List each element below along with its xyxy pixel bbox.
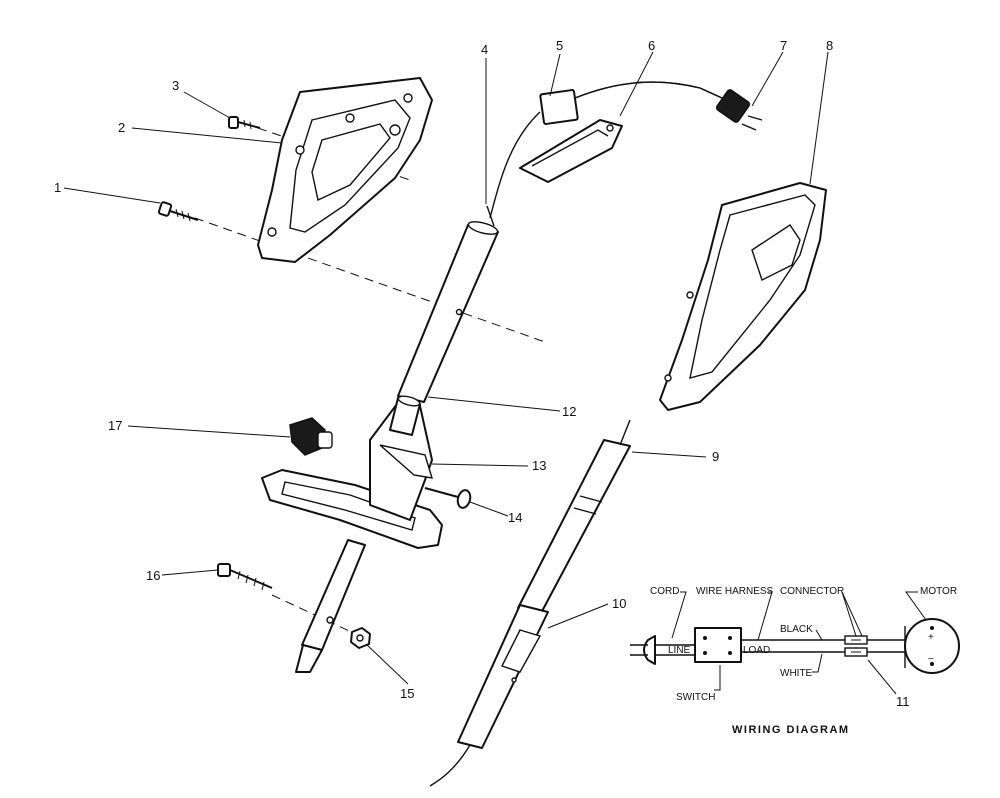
callout-12: 12 [562,404,576,419]
leader-10 [547,603,609,629]
callout-3: 3 [172,78,179,93]
screw-1 [157,201,199,222]
leader-14 [469,501,509,517]
callout-1: 1 [54,180,61,195]
wiring-diagram: CORD WIRE HARNESS CONNECTOR MOTOR LINE L… [630,586,960,736]
callout-9: 9 [712,449,719,464]
bolt-14 [424,487,472,509]
leader-16 [161,569,219,576]
callout-11: 11 [896,694,910,709]
motor-minus-label: − [928,654,934,665]
lower-tube [429,419,631,787]
motor-plus-label: + [928,632,934,643]
callout-7: 7 [780,38,787,53]
callout-4: 4 [481,42,488,57]
wire-harness-label: WIRE HARNESS [696,586,774,597]
load-label: LOAD [743,645,770,656]
upper-tube [397,111,541,403]
motor-symbol [904,618,960,674]
leader-1 [63,187,161,204]
callout-10: 10 [612,596,626,611]
callout-15: 15 [400,686,414,701]
line-label: LINE [668,645,691,656]
leader-15 [365,643,409,685]
white-label: WHITE [780,668,813,679]
callout-5: 5 [556,38,563,53]
leader-7 [751,51,784,107]
leader-9 [631,451,707,458]
left-handle-half [257,77,433,263]
leader-6 [619,51,654,117]
leader-5 [549,53,561,97]
switch-and-cord [539,81,763,131]
motor-label: MOTOR [920,586,957,597]
leader-17 [127,425,291,438]
leader-12 [427,396,561,412]
leader-8 [809,51,829,185]
leader-13 [431,463,529,467]
cord-label: CORD [650,586,679,597]
connector-label: CONNECTOR [780,586,844,597]
callout-14: 14 [508,510,522,525]
wiring-diagram-title: WIRING DIAGRAM [732,724,850,736]
screw-3 [228,116,261,130]
assembly-line-1 [194,217,546,343]
knob [289,417,333,456]
bolt-16 [217,563,273,591]
callout-8: 8 [826,38,833,53]
handle-bracket-assembly [261,395,443,673]
callout-16: 16 [146,568,160,583]
callout-2: 2 [118,120,125,135]
leader-2 [131,127,283,144]
right-handle-half [659,182,827,411]
nut-15 [350,627,371,649]
callout-6: 6 [648,38,655,53]
callout-13: 13 [532,458,546,473]
switch-box [694,627,742,663]
leader-3 [183,91,231,119]
switch-bracket [519,119,623,183]
black-label: BLACK [780,624,813,635]
callout-17: 17 [108,418,122,433]
cord-plug-icon [643,635,656,665]
switch-label: SWITCH [676,692,715,703]
